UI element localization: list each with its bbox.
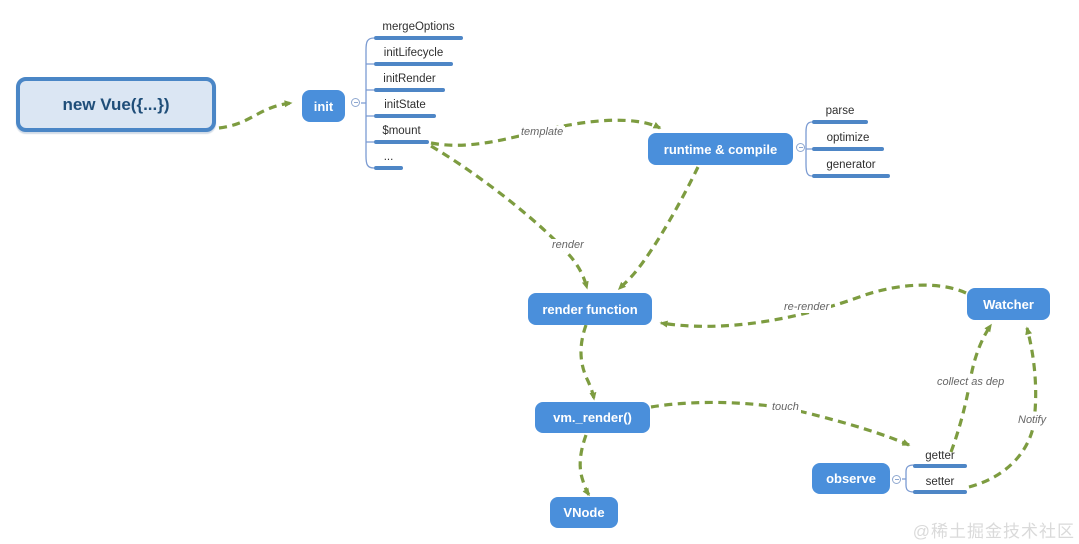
node-watcher[interactable]: Watcher — [967, 288, 1050, 320]
node-render-function[interactable]: render function — [528, 293, 652, 325]
edge-label-re-render: re-render — [782, 301, 832, 313]
edge-label-notify: Notify — [1016, 414, 1049, 426]
edge-compile-to-renderfn — [617, 166, 700, 291]
edge-label-render: render — [550, 239, 586, 251]
topic-mount[interactable]: $mount — [382, 125, 421, 137]
collapse-toggle-observe[interactable] — [892, 475, 901, 484]
node-new-vue[interactable]: new Vue({...}) — [16, 77, 216, 132]
edge-setter-to-watcher — [968, 326, 1038, 489]
collapse-toggle-init[interactable] — [351, 98, 360, 107]
edge-mount-to-renderfn — [430, 144, 589, 290]
node-vnode[interactable]: VNode — [550, 497, 618, 528]
edge-getter-to-watcher — [949, 323, 993, 453]
edge-label-touch: touch — [770, 401, 801, 413]
topic-underline — [374, 62, 453, 66]
collapse-toggle-compile[interactable] — [796, 143, 805, 152]
topic-underline — [374, 36, 463, 40]
topic-optimize[interactable]: optimize — [826, 132, 870, 144]
init-children-bracket — [361, 37, 375, 169]
topic-underline — [374, 88, 445, 92]
topic-init-lifecycle[interactable]: initLifecycle — [383, 47, 444, 59]
topic-parse[interactable]: parse — [825, 105, 855, 117]
topic-getter[interactable]: getter — [925, 450, 955, 462]
topic-underline — [374, 114, 436, 118]
topic-underline — [374, 140, 429, 144]
topic-init-state[interactable]: initState — [384, 99, 426, 111]
topic-init-render[interactable]: initRender — [383, 73, 436, 85]
topic-ellipsis[interactable]: ... — [383, 151, 394, 163]
edge-vmrender-to-vnode — [578, 434, 591, 497]
watermark: @稀土掘金技术社区 — [912, 522, 1075, 541]
topic-merge-options[interactable]: mergeOptions — [382, 21, 455, 33]
edge-label-template: template — [519, 126, 566, 138]
edge-newvue-to-init — [218, 100, 293, 130]
node-init[interactable]: init — [302, 90, 345, 122]
compile-children-bracket — [805, 121, 813, 177]
edge-label-collect-as-dep: collect as dep — [935, 376, 1007, 388]
topic-underline — [812, 174, 890, 178]
node-vm-render[interactable]: vm._render() — [535, 402, 650, 433]
edge-mount-to-compile — [430, 118, 662, 147]
topic-underline — [913, 464, 967, 468]
node-runtime-compile[interactable]: runtime & compile — [648, 133, 793, 165]
edge-watcher-to-renderfn — [659, 283, 967, 328]
topic-underline — [374, 166, 403, 170]
topic-underline — [812, 120, 868, 124]
topic-generator[interactable]: generator — [826, 159, 876, 171]
node-observe[interactable]: observe — [812, 463, 890, 494]
topic-underline — [913, 490, 967, 494]
topic-setter[interactable]: setter — [925, 476, 955, 488]
observe-children-bracket — [902, 464, 915, 493]
edge-renderfn-to-vmrender — [579, 324, 597, 401]
edge-vmrender-to-getter — [650, 400, 911, 447]
topic-underline — [812, 147, 884, 151]
